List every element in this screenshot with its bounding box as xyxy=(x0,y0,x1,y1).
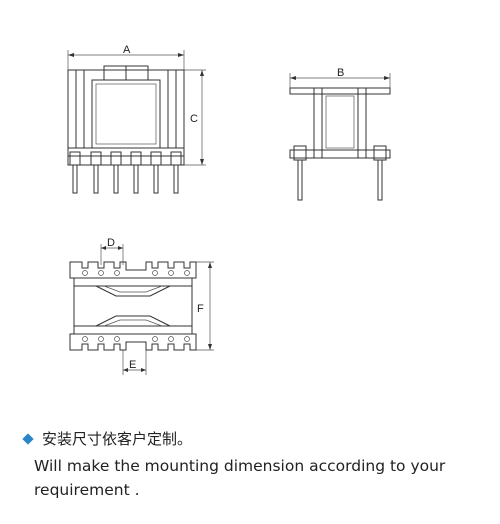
dimension-label-a: A xyxy=(123,44,131,56)
note-chinese-line: 安装尺寸依客户定制。 xyxy=(22,428,492,450)
mounting-note: 安装尺寸依客户定制。 Will make the mounting dimens… xyxy=(22,428,492,502)
note-chinese-text: 安装尺寸依客户定制。 xyxy=(42,430,193,448)
dimension-label-e: E xyxy=(129,359,136,371)
dimension-label-f: F xyxy=(197,303,204,315)
dimension-label-c: C xyxy=(190,113,198,125)
dimension-label-d: D xyxy=(107,237,115,249)
dimension-label-b: B xyxy=(337,67,344,79)
front-view: A C xyxy=(67,44,206,194)
bobbin-technical-drawing: A C xyxy=(67,44,391,375)
diamond-bullet-icon xyxy=(22,433,34,445)
front-view-pins xyxy=(72,164,179,194)
side-view: B xyxy=(289,67,391,201)
note-english-text: Will make the mounting dimension accordi… xyxy=(34,457,446,499)
bottom-view: D F E xyxy=(69,237,214,375)
